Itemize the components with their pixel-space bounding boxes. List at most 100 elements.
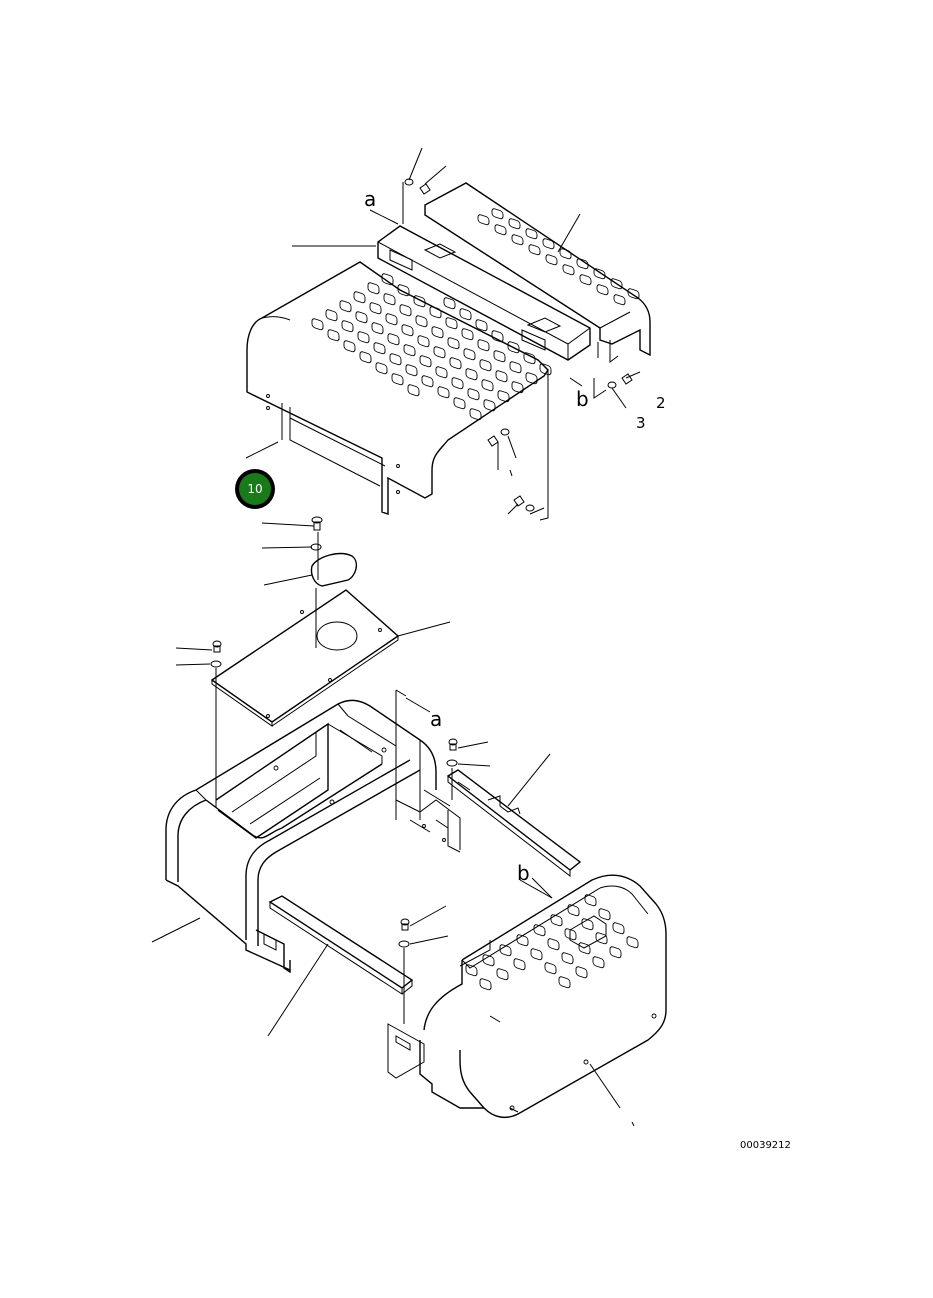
vent-hole: [341, 320, 354, 333]
mounting-plate: [210, 589, 451, 727]
vent-hole: [403, 344, 416, 357]
vent-hole: [465, 368, 478, 381]
part-number-marker[interactable]: 10: [235, 469, 275, 509]
vent-hole: [609, 946, 622, 959]
lower-fasteners: [398, 738, 491, 1024]
top-leaders: [245, 147, 641, 521]
vent-hole: [494, 224, 507, 236]
vent-hole: [451, 377, 464, 390]
vent-hole: [613, 294, 626, 306]
vent-hole: [343, 340, 356, 353]
vent-hole: [369, 302, 382, 315]
vent-hole: [564, 928, 577, 941]
vent-hole: [509, 361, 522, 374]
vent-hole: [355, 311, 368, 324]
vent-hole: [465, 964, 478, 977]
vent-hole: [493, 350, 506, 363]
callout-b-top: b: [576, 387, 589, 411]
top-cover: [246, 261, 552, 515]
lower-frame: [165, 689, 461, 974]
vent-hole: [508, 218, 521, 230]
vent-hole: [419, 355, 432, 368]
vent-hole: [530, 948, 543, 961]
vent-hole: [415, 315, 428, 328]
vent-hole: [567, 904, 580, 917]
vent-hole: [389, 353, 402, 366]
drawing-number: 00039212: [740, 1140, 791, 1151]
vent-hole: [578, 942, 591, 955]
vent-holes: [311, 273, 552, 421]
vent-hole: [550, 914, 563, 927]
middle-fasteners: [261, 516, 323, 580]
marker-circle: [239, 473, 271, 505]
vent-hole: [511, 234, 524, 246]
vent-hole: [375, 362, 388, 375]
vent-hole: [373, 342, 386, 355]
vent-hole: [610, 278, 623, 290]
vent-hole: [445, 317, 458, 330]
vent-hole: [421, 375, 434, 388]
vent-hole: [461, 328, 474, 341]
vent-hole: [433, 346, 446, 359]
vent-hole: [511, 381, 524, 394]
vent-hole: [407, 384, 420, 397]
side-bracket: [446, 753, 582, 878]
vent-hole: [559, 248, 572, 260]
callout-part-2: 2: [656, 394, 666, 412]
left-fasteners: [175, 640, 222, 808]
vent-hole: [385, 313, 398, 326]
vent-hole: [477, 214, 490, 226]
vent-hole: [626, 936, 639, 949]
round-cap: [263, 552, 358, 648]
vent-hole: [581, 918, 594, 931]
vent-hole: [311, 318, 324, 331]
vent-hole: [449, 357, 462, 370]
vent-hole: [443, 297, 456, 310]
vent-hole: [627, 288, 640, 300]
vent-hole: [612, 922, 625, 935]
vent-hole: [576, 258, 589, 270]
vent-hole: [401, 324, 414, 337]
vent-hole: [435, 366, 448, 379]
vent-hole: [544, 962, 557, 975]
support-rail: [267, 895, 414, 1037]
vent-hole: [371, 322, 384, 335]
vent-hole: [383, 293, 396, 306]
vent-hole: [453, 397, 466, 410]
vent-hole: [495, 370, 508, 383]
callout-a-top: a: [364, 187, 376, 211]
vent-hole: [496, 968, 509, 981]
vent-hole: [413, 295, 426, 308]
vent-hole: [542, 238, 555, 250]
callout-a-mid: a: [430, 707, 442, 731]
marker-number: 10: [247, 482, 262, 496]
vent-hole: [561, 952, 574, 965]
vent-hole: [367, 282, 380, 295]
vent-hole: [539, 363, 552, 376]
vent-hole: [525, 228, 538, 240]
vent-hole: [467, 388, 480, 401]
vent-hole: [499, 944, 512, 957]
lower-leaders: [151, 697, 635, 1127]
vent-hole: [431, 326, 444, 339]
vent-hole: [516, 934, 529, 947]
callout-part-3: 3: [636, 414, 646, 432]
vent-hole: [547, 938, 560, 951]
callout-b-low: b: [517, 861, 530, 885]
vent-hole: [469, 408, 482, 421]
vent-hole: [558, 976, 571, 989]
vent-hole: [405, 364, 418, 377]
vent-hole: [391, 373, 404, 386]
vent-hole: [592, 956, 605, 969]
vent-hole: [528, 244, 541, 256]
vent-hole: [359, 351, 372, 364]
vent-hole: [429, 306, 442, 319]
vent-hole: [357, 331, 370, 344]
top-fasteners: [404, 178, 633, 512]
vent-hole: [491, 208, 504, 220]
vent-hole: [447, 337, 460, 350]
vent-hole: [497, 390, 510, 403]
vent-hole: [463, 348, 476, 361]
rear-vent-holes: [465, 894, 639, 991]
